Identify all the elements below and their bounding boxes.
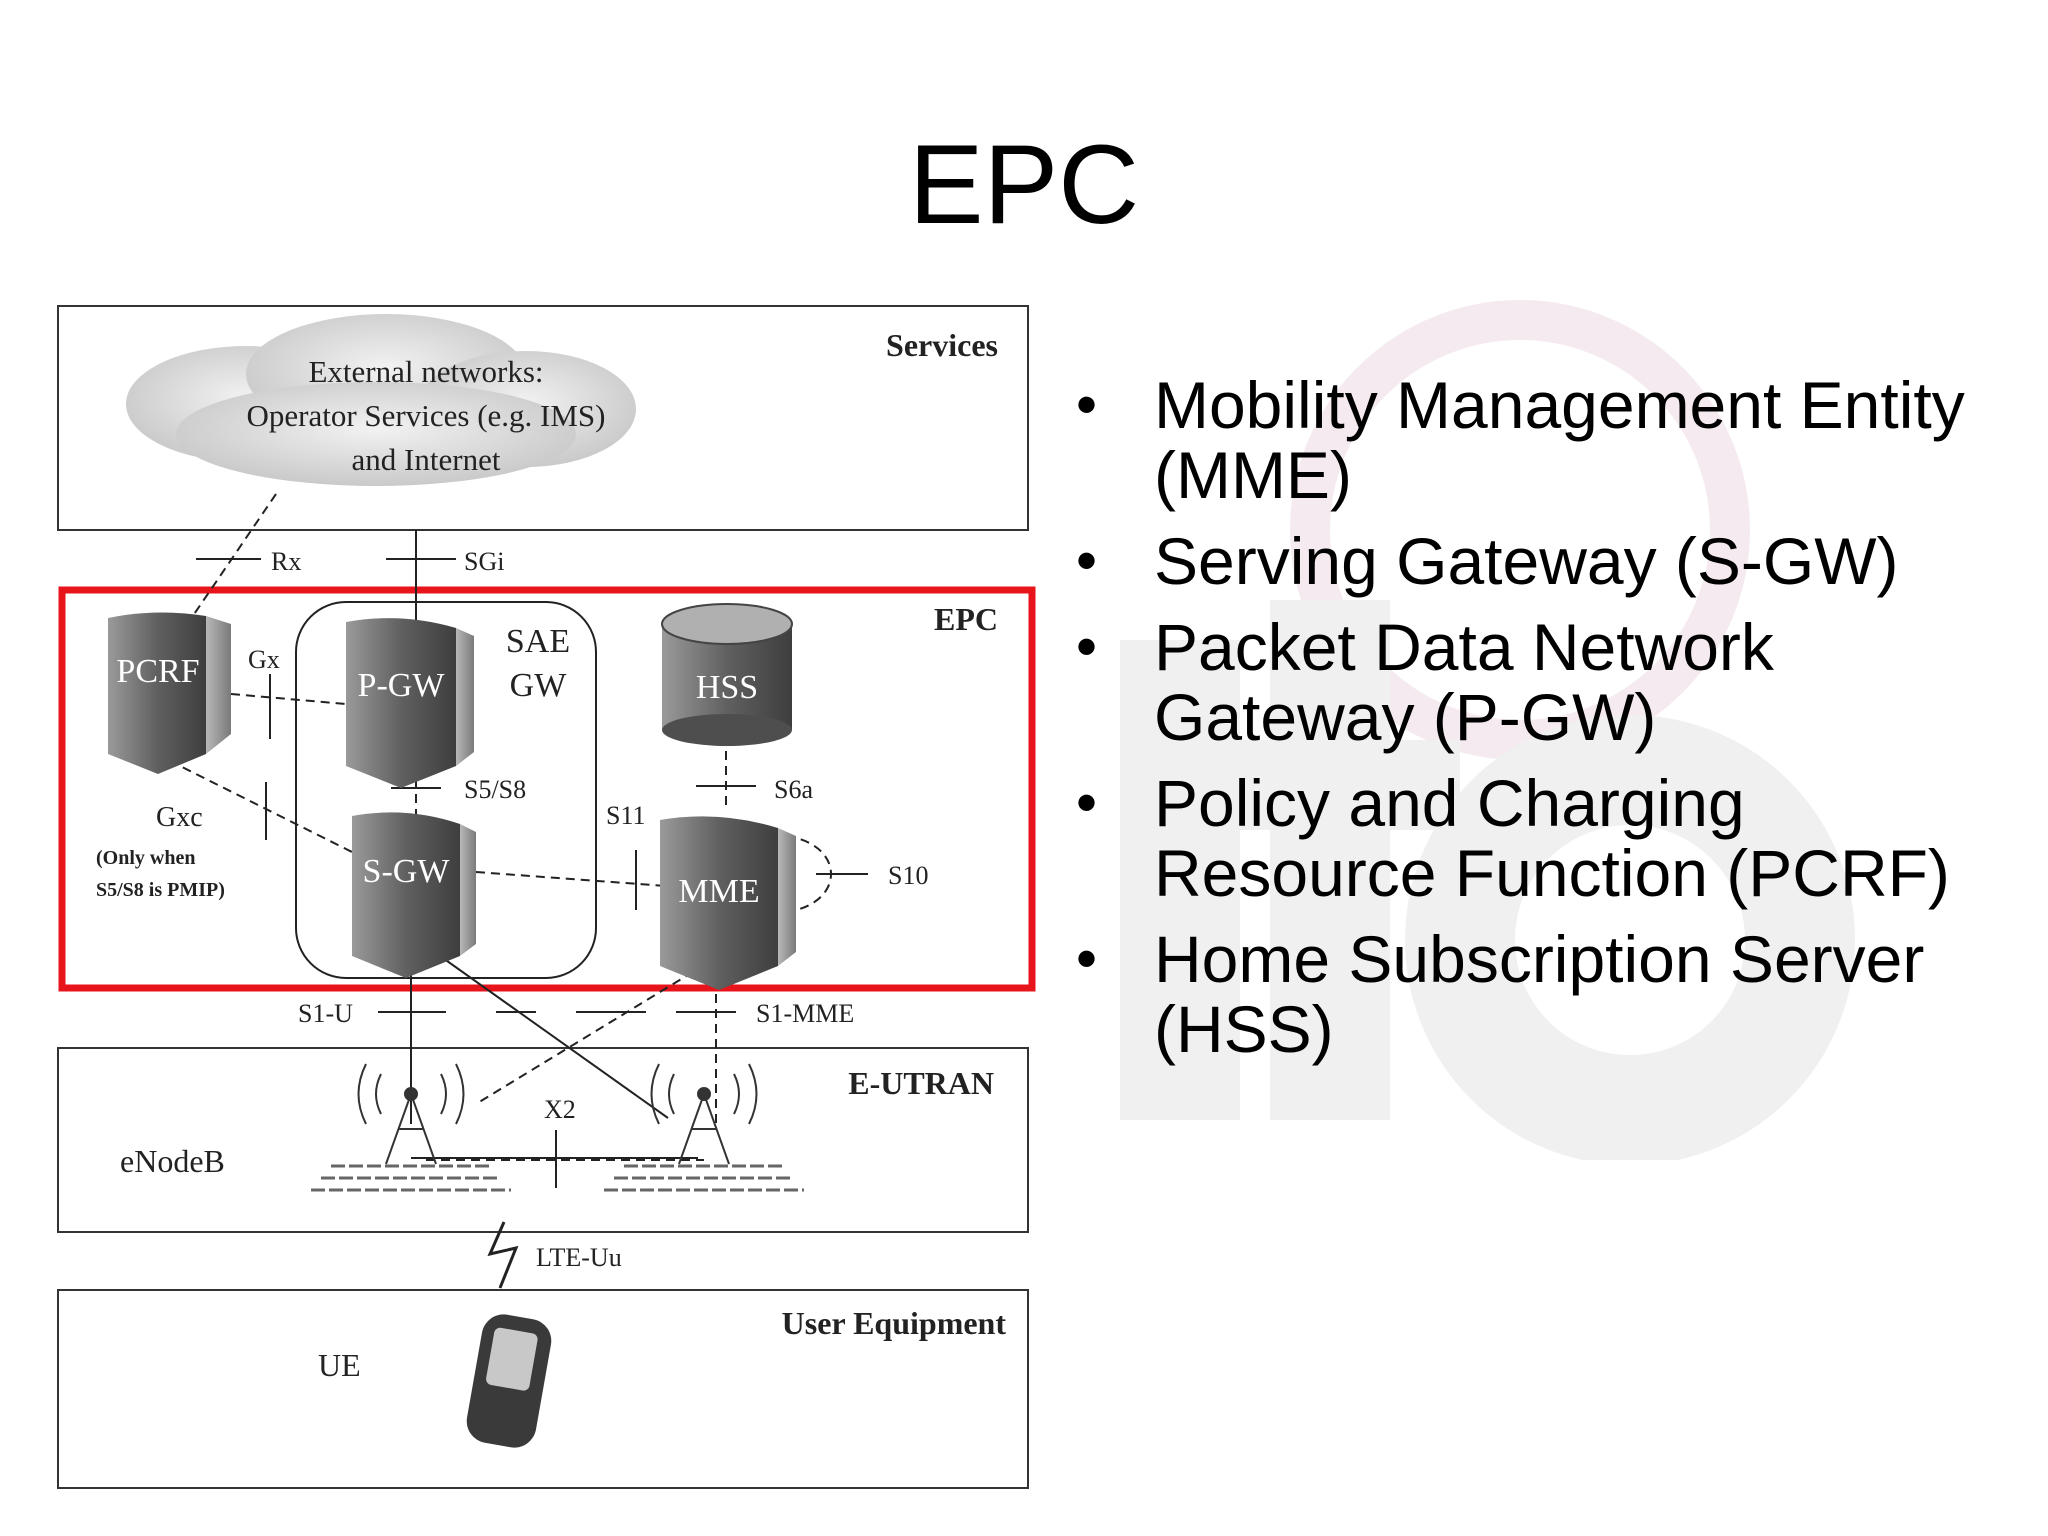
s11-label: S11 [606, 801, 646, 830]
s1mme-label: S1-MME [756, 999, 854, 1028]
lteuu-label: LTE-Uu [536, 1243, 622, 1272]
bullet-mme: • Mobility Management Entity (MME) [1070, 370, 2030, 510]
hss-label: HSS [696, 669, 758, 706]
rx-label: Rx [271, 547, 301, 576]
bullet-text: Policy and Charging Resource Function (P… [1154, 766, 1950, 910]
cloud-line-2: Operator Services (e.g. IMS) [247, 398, 606, 433]
ue-label: UE [318, 1347, 361, 1383]
gxc-note-line2: S5/S8 is PMIP) [96, 879, 225, 901]
bullet-text: Mobility Management Entity (MME) [1154, 368, 1965, 512]
cloud-line-1: External networks: [308, 354, 543, 389]
enodeb-antenna-right [604, 1063, 804, 1192]
s6a-label: S6a [774, 775, 813, 804]
ue-phone-icon [466, 1314, 552, 1448]
gxc-note-line1: (Only when [96, 847, 195, 869]
lte-watermark-logo [1120, 300, 1855, 1160]
pcrf-node: PCRF [108, 612, 231, 774]
bullet-dot: • [1076, 527, 1098, 594]
external-networks-cloud: External networks: Operator Services (e.… [126, 314, 636, 486]
eutran-box [57, 1047, 1029, 1233]
bullet-dot: • [1076, 769, 1098, 836]
architecture-svg: Services EPC E-UTRAN User Equipment Exte… [57, 305, 1036, 1489]
bullet-sgw: • Serving Gateway (S-GW) [1070, 526, 2030, 596]
s1u-label: S1-U [298, 999, 353, 1028]
services-label: Services [886, 327, 998, 363]
sae-gw-label-line2: GW [510, 667, 568, 704]
epc-components-list: • Mobility Management Entity (MME) • Servi… [1070, 370, 2030, 1080]
bullet-dot: • [1076, 925, 1098, 992]
epc-highlight-box [58, 586, 1036, 992]
s5s8-label: S5/S8 [464, 775, 526, 804]
hss-node: HSS [661, 603, 793, 746]
eutran-label: E-UTRAN [848, 1065, 994, 1101]
mme-node: MME [660, 816, 796, 990]
pgw-label: P-GW [358, 667, 446, 704]
enodeb-label: eNodeB [120, 1143, 225, 1179]
sgw-node: S-GW [352, 812, 476, 978]
gx-label: Gx [248, 645, 280, 674]
bullet-text: Home Subscription Server (HSS) [1154, 922, 1925, 1066]
s10-label: S10 [888, 861, 928, 890]
mme-label: MME [678, 873, 759, 910]
sae-gw-label-line1: SAE [506, 623, 570, 660]
sgi-label: SGi [464, 547, 504, 576]
bullet-text: Packet Data Network Gateway (P-GW) [1154, 610, 1774, 754]
cloud-line-3: and Internet [352, 442, 501, 477]
x2-label: X2 [544, 1095, 576, 1124]
lteuu-lightning-icon [487, 1221, 519, 1289]
pcrf-label: PCRF [116, 653, 199, 690]
bullet-dot: • [1076, 371, 1098, 438]
enodeb-antenna-left [311, 1063, 511, 1192]
epc-architecture-diagram: Services EPC E-UTRAN User Equipment Exte… [56, 304, 1046, 1490]
sae-gw-container [295, 601, 597, 979]
user-equipment-label: User Equipment [782, 1305, 1007, 1341]
epc-label: EPC [934, 601, 998, 637]
gxc-label: Gxc [156, 802, 203, 833]
bullet-text: Serving Gateway (S-GW) [1154, 524, 1899, 598]
sgw-label: S-GW [363, 853, 451, 890]
pgw-node: P-GW [346, 618, 474, 788]
bullet-hss: • Home Subscription Server (HSS) [1070, 924, 2030, 1064]
bullet-pcrf: • Policy and Charging Resource Function (… [1070, 768, 2030, 908]
slide-title: EPC [908, 122, 1140, 247]
bullet-dot: • [1076, 613, 1098, 680]
bullet-pgw: • Packet Data Network Gateway (P-GW) [1070, 612, 2030, 752]
